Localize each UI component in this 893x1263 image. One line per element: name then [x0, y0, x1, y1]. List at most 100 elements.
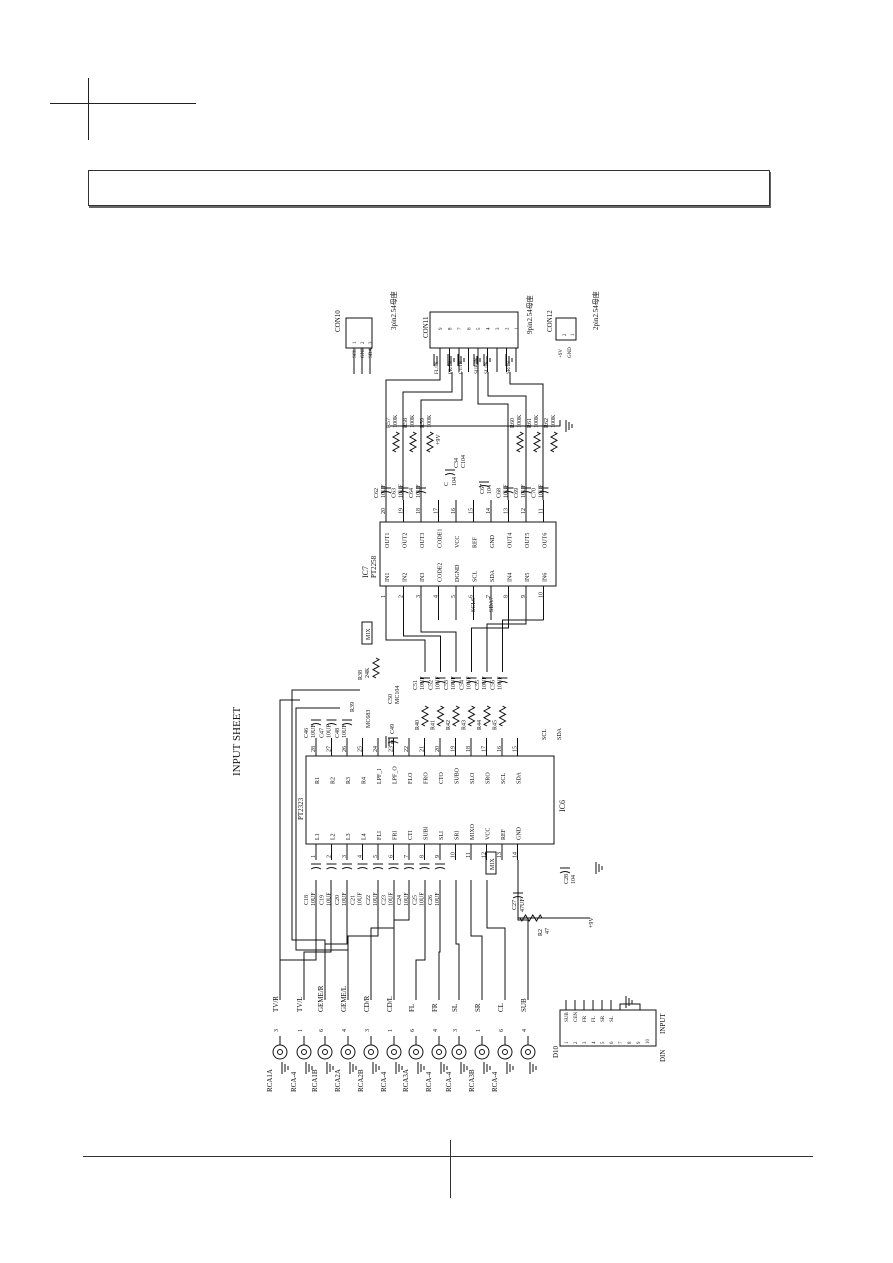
- con12-pin-number: 1: [571, 333, 576, 336]
- ic6-right-pin-name: R2: [331, 777, 337, 784]
- input-coupling-capacitor: [434, 863, 446, 870]
- ic7-right-pin-name: OUT6: [543, 533, 549, 548]
- input-net-name: CD/R: [363, 995, 371, 1012]
- ic7-right-pin-number: 14: [486, 508, 492, 514]
- coupling-trace: [502, 619, 544, 672]
- input-coupling-capacitor: [388, 863, 399, 870]
- series-resistor-ref: R44: [477, 720, 483, 730]
- coupling-cap-ref: C53: [444, 680, 450, 690]
- series-resistor-ref: R45: [493, 720, 499, 730]
- din-pin-number: 2: [574, 1041, 579, 1044]
- din-pin-number: 6: [610, 1041, 615, 1044]
- series-resistor-ref: R42: [446, 720, 452, 730]
- coupling-trace: [403, 620, 441, 672]
- con10-net: GND: [361, 347, 366, 358]
- coupling-capacitor: [419, 677, 431, 684]
- bias-resistor-value: 100K: [410, 414, 416, 428]
- input-cap-ref: C20: [335, 895, 341, 905]
- right-capacitor: [341, 719, 353, 726]
- ic7-ref: IC7: [361, 566, 370, 578]
- input-trace: [470, 880, 483, 1000]
- bias-resistor-ref: R59: [420, 418, 426, 428]
- con11-net: SR/IN: [507, 361, 512, 374]
- out-trace: [477, 372, 509, 500]
- rca-jack: [363, 1044, 379, 1060]
- mix-tag-top: [361, 621, 373, 645]
- output-cap-value: 10UF: [381, 484, 387, 498]
- ic7-right-pin-name: CODE1: [438, 529, 444, 548]
- ic6-left-pin-number: 11: [466, 852, 472, 858]
- sheet-title: INPUT SHEET: [231, 707, 243, 776]
- coupling-capacitor: [466, 677, 477, 684]
- con11-pin-number: 3: [496, 327, 501, 330]
- din-net: FR: [583, 1015, 588, 1022]
- coupling-cap-value: 10UF: [451, 676, 457, 690]
- ic7-left-pin-number: 3: [416, 595, 422, 598]
- con11-net: FL/IN: [435, 361, 440, 374]
- bias-resistor: [391, 431, 401, 453]
- con10-desc: 3pin2.54母座: [389, 291, 398, 330]
- output-cap-ref: C68: [497, 488, 503, 498]
- ic7-left-pin-name: IN3: [420, 573, 426, 582]
- bias-resistor: [532, 431, 542, 453]
- c49-ref: C49: [390, 724, 396, 734]
- con11-pin-number: 2: [506, 327, 511, 330]
- input-net-name: GEME/R: [317, 985, 325, 1012]
- output-capacitor: [380, 487, 392, 494]
- input-coupling-capacitor: [326, 863, 337, 870]
- rca-jack: [317, 1044, 333, 1060]
- coupling-cap-ref: C55: [475, 680, 481, 690]
- ic6-right-pin-name: LPF_I: [377, 769, 383, 784]
- ic6-left-pin-name: SRI: [455, 831, 461, 840]
- r38-resistor: [371, 657, 381, 679]
- ic6-left-pin-name: GND: [517, 826, 523, 840]
- input-cap-value: 10UF: [358, 892, 364, 906]
- rca-jack: [386, 1044, 402, 1060]
- ic6-right-pin-name: R1: [315, 777, 321, 784]
- bias-resistor: [425, 431, 435, 453]
- ic7-right-pin-name: OUT5: [525, 533, 531, 548]
- plus9v-label-ic7: +9V: [436, 434, 442, 445]
- din-ground: [625, 996, 633, 1008]
- right-cap-value: 10UF: [311, 724, 317, 738]
- ic6-body: [305, 755, 555, 845]
- right-capacitor: [310, 719, 322, 726]
- c34-ref: C34: [454, 458, 460, 468]
- coupling-cap-value: 10UF: [420, 676, 426, 690]
- coupling-capacitor: [435, 677, 446, 684]
- input-cap-value: 10UF: [327, 892, 333, 906]
- con11-pin-number: 1: [515, 327, 520, 330]
- con11-ground: [505, 354, 513, 366]
- ic6-left-pin-name: L3: [346, 833, 352, 840]
- ic7-right-pin-number: 16: [451, 508, 457, 514]
- ic6-right-pin-number: 21: [420, 746, 426, 752]
- din-net: SR: [601, 1015, 606, 1022]
- din-net: CEN: [574, 1012, 579, 1022]
- con11-net: CT/IN: [459, 361, 464, 374]
- ic7-body: [379, 521, 557, 587]
- input-trace: [455, 880, 460, 1000]
- ic7-right-pin-number: 15: [469, 508, 475, 514]
- components: [272, 311, 657, 1074]
- series-resistor-ref: R40: [415, 720, 421, 730]
- ic6-right-pin-number: 26: [342, 746, 348, 752]
- input-cap-ref: C22: [366, 895, 372, 905]
- title-block: [88, 170, 770, 206]
- ic6-right-pin-number: 27: [327, 746, 333, 752]
- ic6-left-pin-number: 12: [482, 852, 488, 858]
- con11-net: SUB/IN: [475, 357, 480, 374]
- ic6-right-pin-number: 18: [466, 746, 472, 752]
- out-trace: [487, 372, 527, 500]
- con11-net: SL/IN: [485, 361, 490, 374]
- output-capacitor: [398, 487, 409, 494]
- input-coupling-capacitor: [357, 863, 368, 870]
- ic6-right-pin-number: 19: [451, 746, 457, 752]
- ic6-left-pin-name: REF: [501, 828, 507, 840]
- din-pin-number: 5: [601, 1041, 606, 1044]
- corner-mark-horizontal: [50, 103, 196, 104]
- rca-ground: [281, 1062, 289, 1074]
- series-resistor: [451, 705, 461, 727]
- coupling-cap-value: 10UF: [467, 676, 473, 690]
